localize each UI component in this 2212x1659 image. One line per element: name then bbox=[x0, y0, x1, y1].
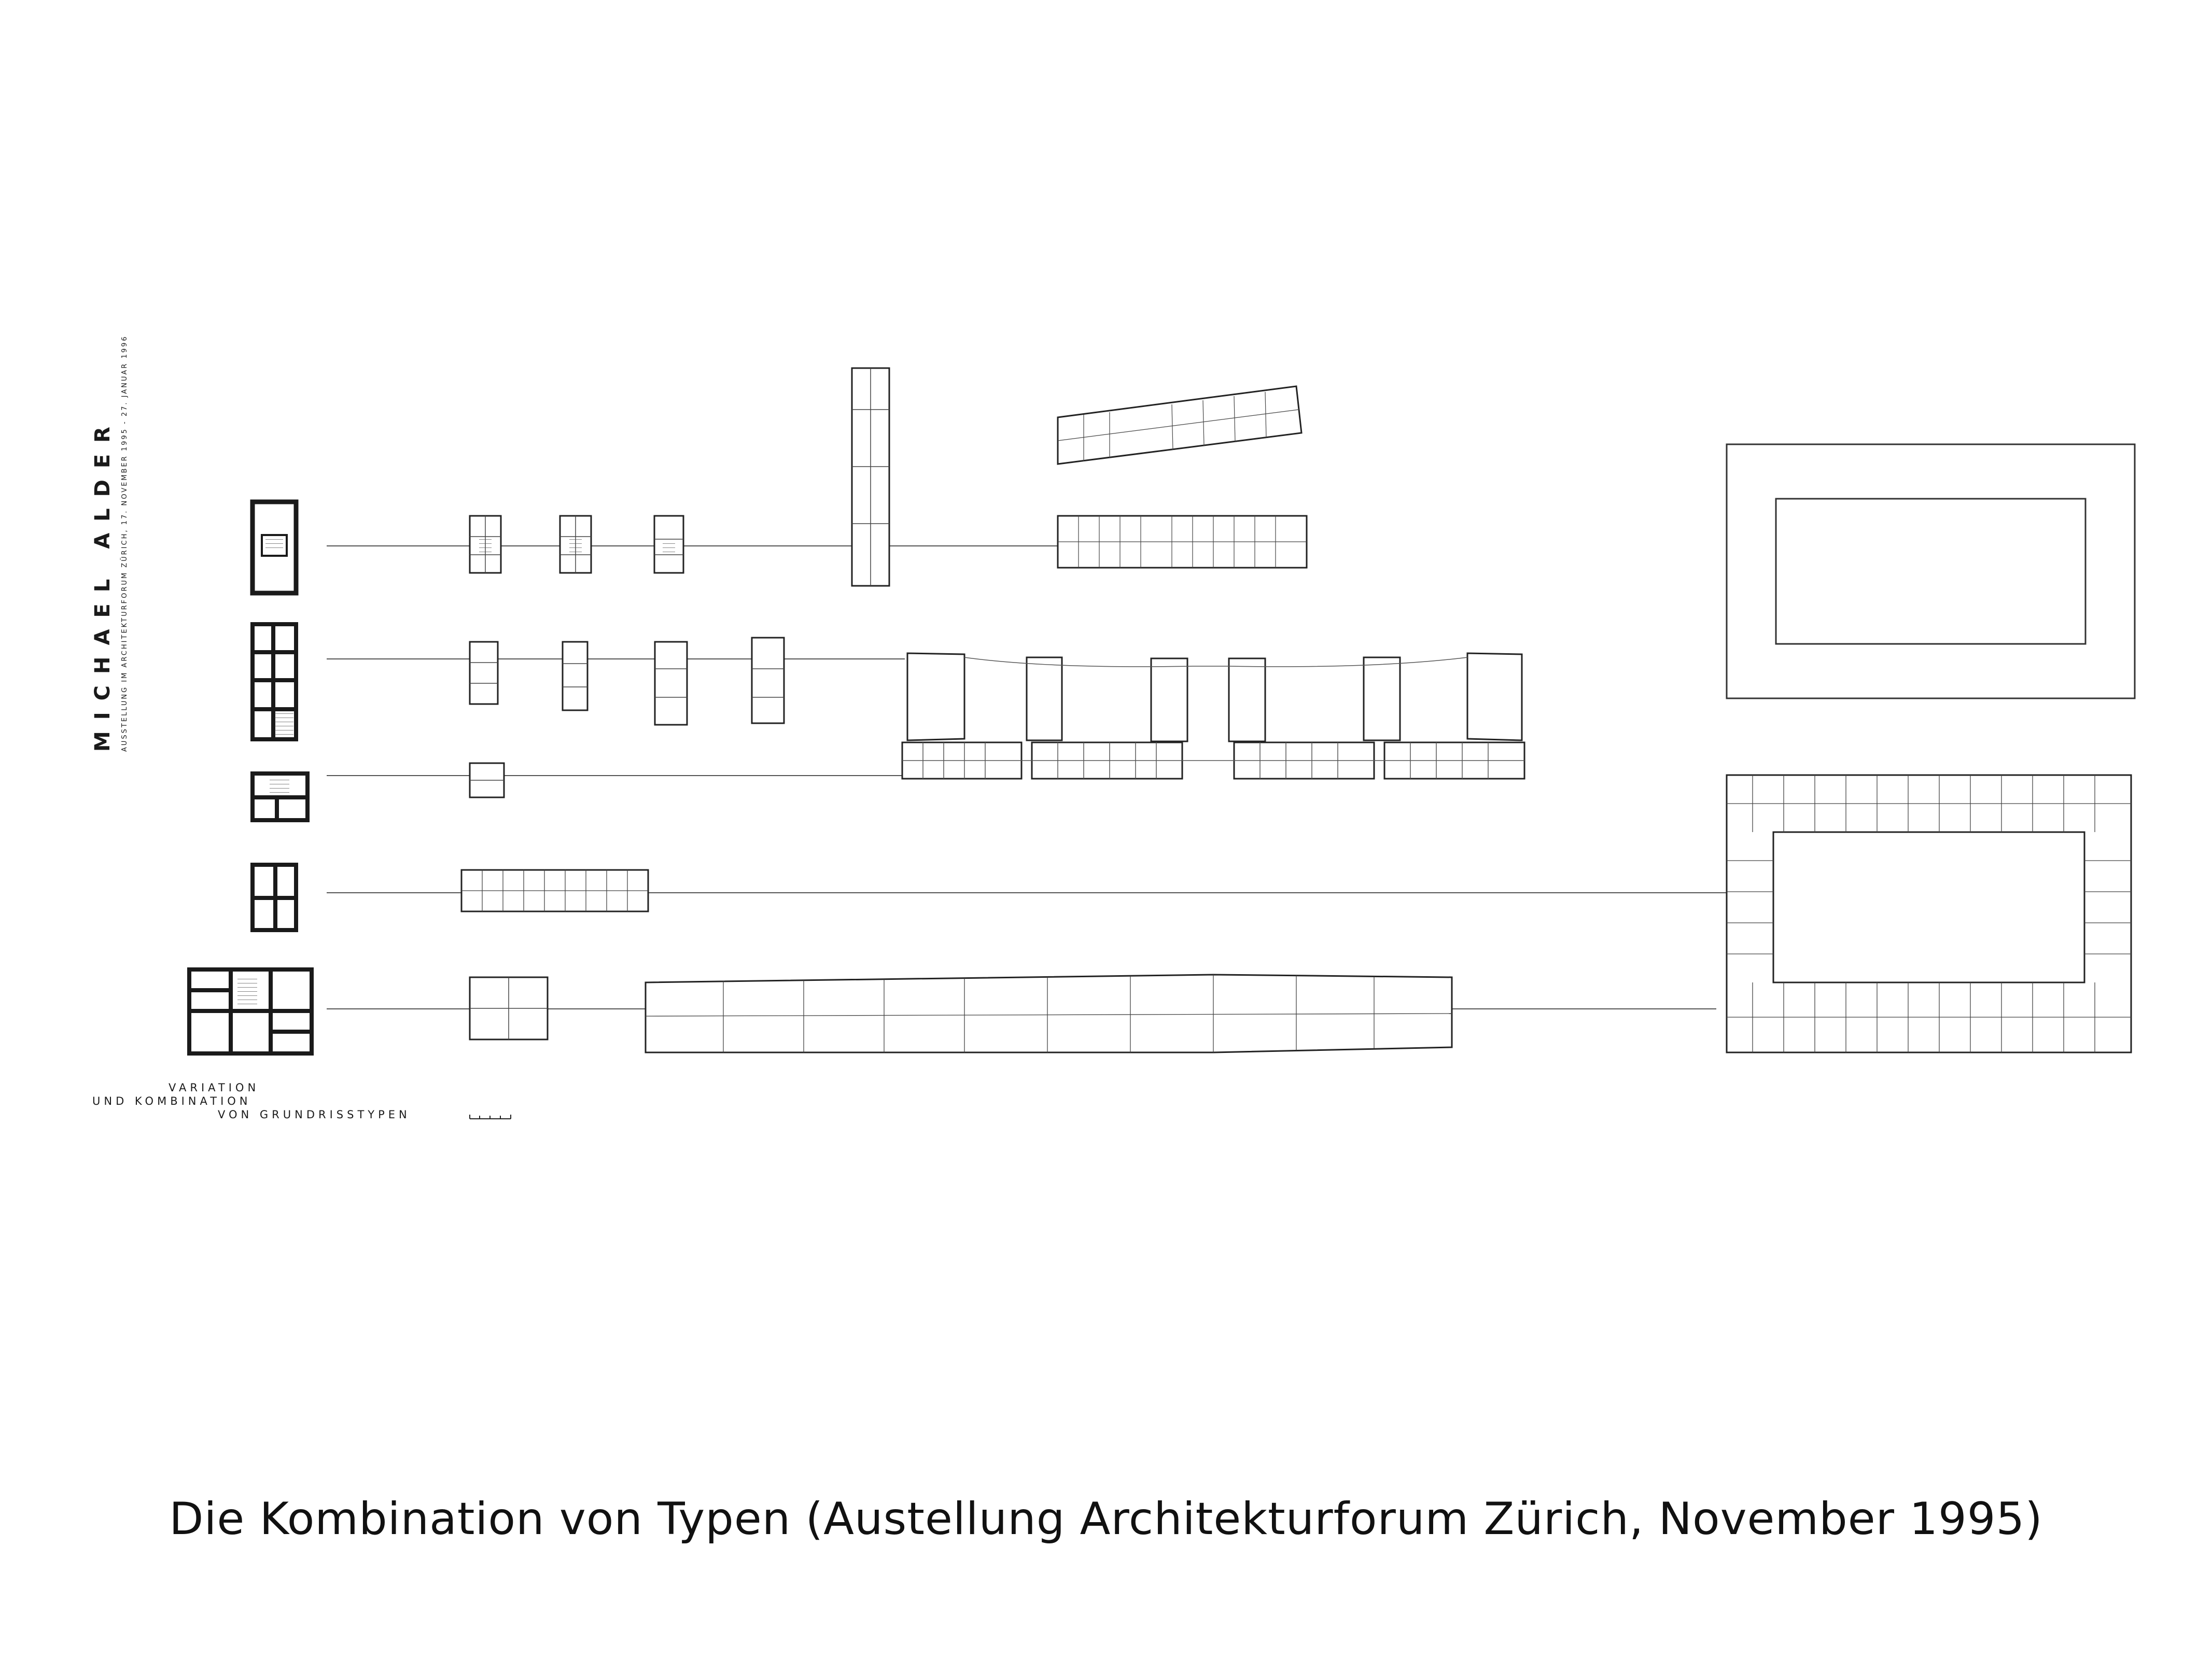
type-diagram-5 bbox=[187, 967, 314, 1056]
type-diagram-4 bbox=[250, 863, 298, 932]
perimeter-block bbox=[1726, 774, 2132, 1053]
row4-terrace bbox=[460, 869, 649, 912]
type-diagram-2 bbox=[250, 622, 298, 741]
row2-courtyard-complex bbox=[901, 652, 1525, 780]
row1-slab-units bbox=[1057, 391, 1307, 568]
row1-plan-details bbox=[470, 368, 889, 586]
type-diagram-1 bbox=[250, 499, 299, 596]
block-outline bbox=[1726, 443, 2136, 699]
caption: Die Kombination von Typen (Austellung Ar… bbox=[169, 1493, 2043, 1545]
row2-plans bbox=[469, 637, 785, 726]
legend-line-1: VARIATION bbox=[169, 1081, 260, 1094]
row5-long-housing bbox=[645, 974, 1453, 1053]
type-diagram-3 bbox=[250, 771, 310, 822]
legend-line-2: UND KOMBINATION bbox=[92, 1095, 251, 1107]
scale-bar bbox=[469, 1115, 511, 1119]
legend-line-3: VON GRUNDRISSTYPEN bbox=[218, 1108, 411, 1121]
row1-plans bbox=[469, 367, 890, 587]
